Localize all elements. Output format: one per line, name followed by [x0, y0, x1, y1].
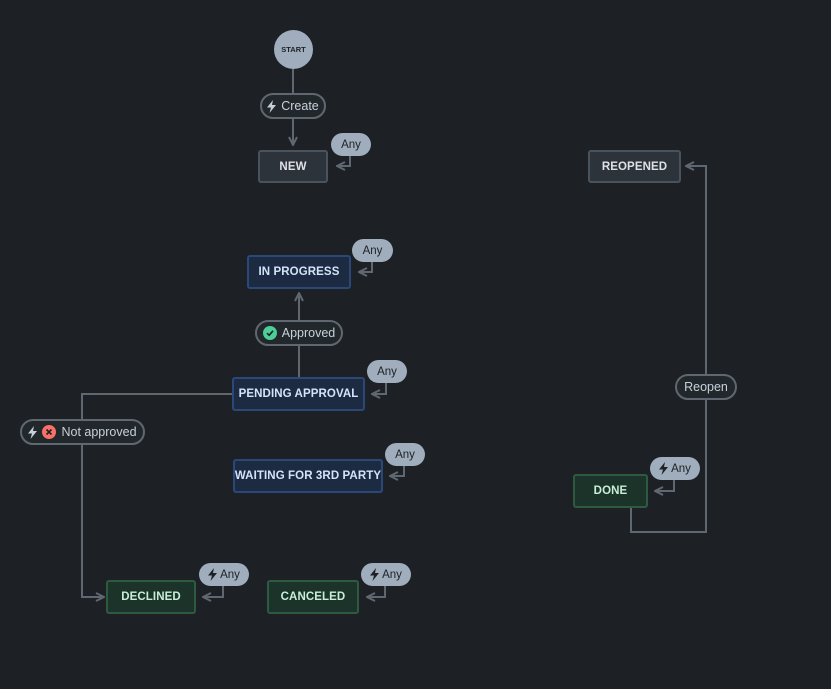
any-label: Any	[220, 568, 240, 581]
bolt-icon	[267, 99, 277, 113]
return-arrow-icon	[367, 586, 386, 597]
any-transition-badge[interactable]: Any	[367, 360, 407, 383]
transition-label: Approved	[281, 326, 336, 340]
any-transition-badge[interactable]: Any	[361, 563, 411, 586]
status-pending-approval[interactable]: PENDING APPROVAL	[232, 377, 365, 411]
bolt-icon	[208, 568, 218, 581]
any-label: Any	[362, 244, 383, 257]
transition-label: Not approved	[61, 425, 137, 439]
return-arrow-icon	[203, 586, 224, 597]
x-circle-icon	[42, 425, 57, 439]
edge-pending-notapproved	[81, 393, 233, 420]
any-label: Any	[377, 365, 397, 378]
start-node[interactable]: START	[274, 30, 313, 69]
transition-create[interactable]: Create	[260, 93, 326, 119]
any-transition-badge[interactable]: Any	[650, 457, 700, 480]
return-arrow-icon	[655, 480, 675, 491]
transition-reopen[interactable]: Reopen	[675, 374, 737, 400]
bolt-icon	[659, 462, 669, 475]
transition-not-approved[interactable]: Not approved	[20, 419, 145, 445]
transition-label: Reopen	[684, 380, 728, 394]
status-waiting-for-3rd-party[interactable]: WAITING FOR 3RD PARTY	[233, 459, 383, 493]
status-done[interactable]: DONE	[573, 474, 648, 508]
check-circle-icon	[262, 326, 277, 340]
return-arrow-icon	[337, 155, 351, 166]
transition-label: Create	[281, 99, 319, 113]
any-label: Any	[341, 138, 361, 151]
any-label: Any	[395, 448, 415, 461]
any-transition-badge[interactable]: Any	[352, 239, 393, 262]
status-declined[interactable]: DECLINED	[106, 580, 196, 614]
edge-reopen-reopened	[686, 166, 707, 375]
return-arrow-icon	[372, 383, 387, 394]
return-arrow-icon	[359, 262, 373, 272]
bolt-icon	[28, 425, 38, 439]
any-transition-badge[interactable]: Any	[199, 563, 249, 586]
bolt-icon	[370, 568, 380, 581]
transition-approved[interactable]: Approved	[255, 320, 343, 346]
edge-notapproved-declined	[81, 444, 104, 597]
any-label: Any	[382, 568, 402, 581]
any-label: Any	[671, 462, 691, 475]
status-new[interactable]: NEW	[258, 150, 328, 183]
status-canceled[interactable]: CANCELED	[267, 580, 359, 614]
any-transition-badge[interactable]: Any	[331, 133, 371, 156]
status-reopened[interactable]: REOPENED	[588, 150, 681, 183]
return-arrow-icon	[390, 466, 405, 476]
any-transition-badge[interactable]: Any	[385, 443, 425, 466]
status-in-progress[interactable]: IN PROGRESS	[247, 255, 351, 289]
edge-done-reopen	[630, 399, 707, 533]
